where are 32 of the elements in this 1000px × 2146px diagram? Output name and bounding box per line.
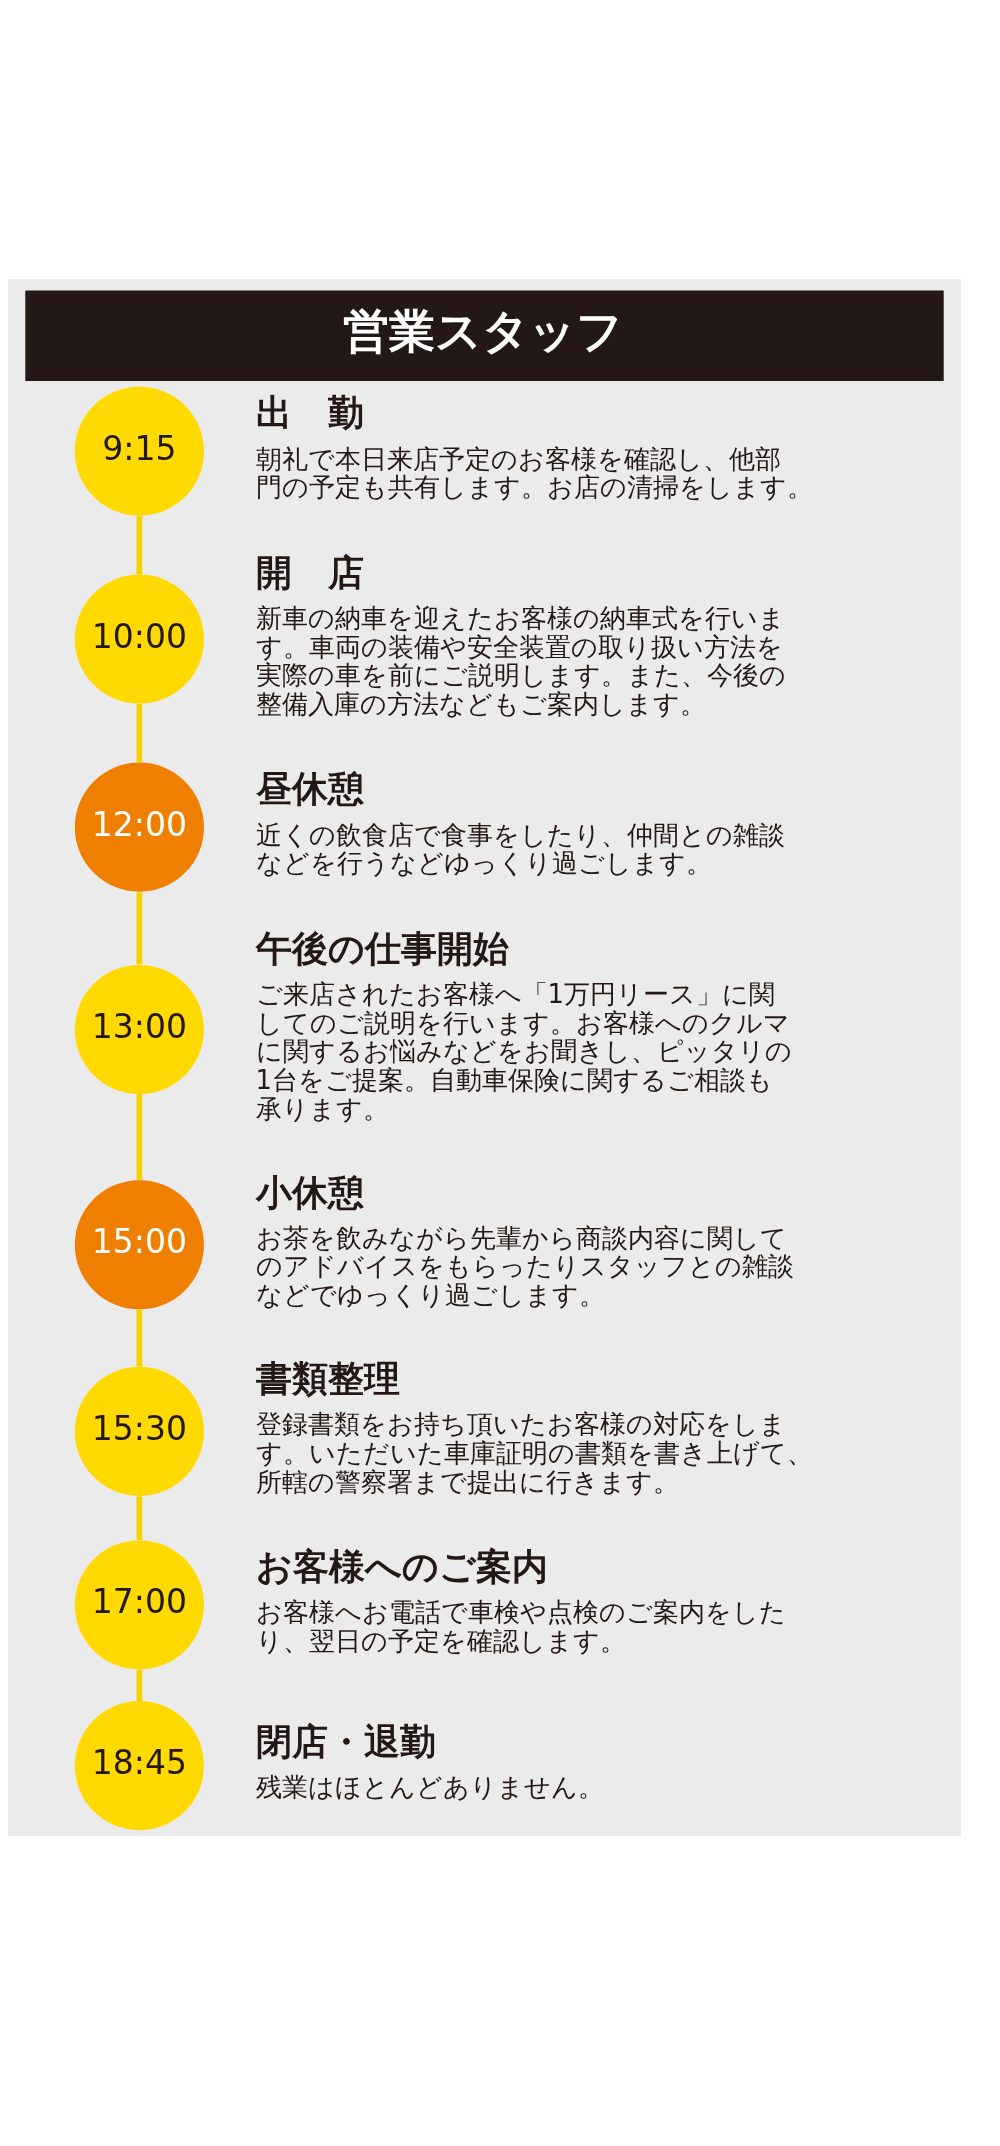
node-label: 朝礼で本日来店予定のお客様を確認し、他部門の予定も共有します。お店の清掃をします。 [255,443,813,503]
node-label: お客様へお電話で車検や点検のご案内をしたり、翌日の予定を確認します。 [255,1597,786,1657]
node-label: 開 店 [255,551,364,593]
connector [136,1309,143,1367]
node-label: 閉店・退勤 [255,1721,436,1763]
node-label: 出 勤 [255,392,364,434]
connector [136,1094,143,1181]
node-circle: 10:00 [74,574,204,704]
connector [136,1496,143,1540]
connector [136,703,143,763]
node-circle: 18:45 [74,1701,204,1831]
node-label: 新車の納車を迎えたお客様の納車式を行います。車両の装備や安全装置の取り扱い方法を実際の車を前にご説明します。また、今後の整備入庫の方法などもご案内します。 [255,602,786,719]
node-circle: 17:00 [74,1540,204,1670]
node-circle: 15:30 [74,1366,204,1496]
connector [136,515,143,575]
node-label: 書類整理 [255,1358,400,1400]
node-circle: 13:00 [74,964,204,1095]
connector [136,892,143,965]
node-label: 午後の仕事開始 [255,927,509,969]
node-label: 小休憩 [255,1171,364,1213]
diagram-title: 営業スタッフ [343,303,624,358]
node-label: 残業はほとんどありません。 [255,1772,604,1803]
node-label: ご来店されたお客様へ「1万円リース」に関してのご説明を行います。お客様へのクルマに関するお悩みなどをお聞きし、ピッタリの1台をご提案。自動車保険に関するご相談も承ります。 [255,978,792,1124]
node-label: お客様へのご案内 [255,1546,548,1588]
node-label: 昼休憩 [255,768,364,810]
node-label: 登録書類をお持ち頂いたお客様の対応をします。いただいた車庫証明の書類を書き上げて、所轄の警察署まで提出に行きます。 [255,1409,813,1497]
node-circle: 9:15 [74,386,204,516]
node-label: お茶を飲みながら先輩から商談内容に関してのアドバイスをもらったりスタッフとの雑談などでゆっくり過ごします。 [255,1222,794,1311]
connector [136,1669,143,1701]
node-circle: 15:00 [74,1180,204,1310]
node-label: 近くの飲食店で食事をしたり、仲間との雑談などを行うなどゆっくり過ごします。 [255,819,785,879]
node-circle: 12:00 [74,762,204,892]
